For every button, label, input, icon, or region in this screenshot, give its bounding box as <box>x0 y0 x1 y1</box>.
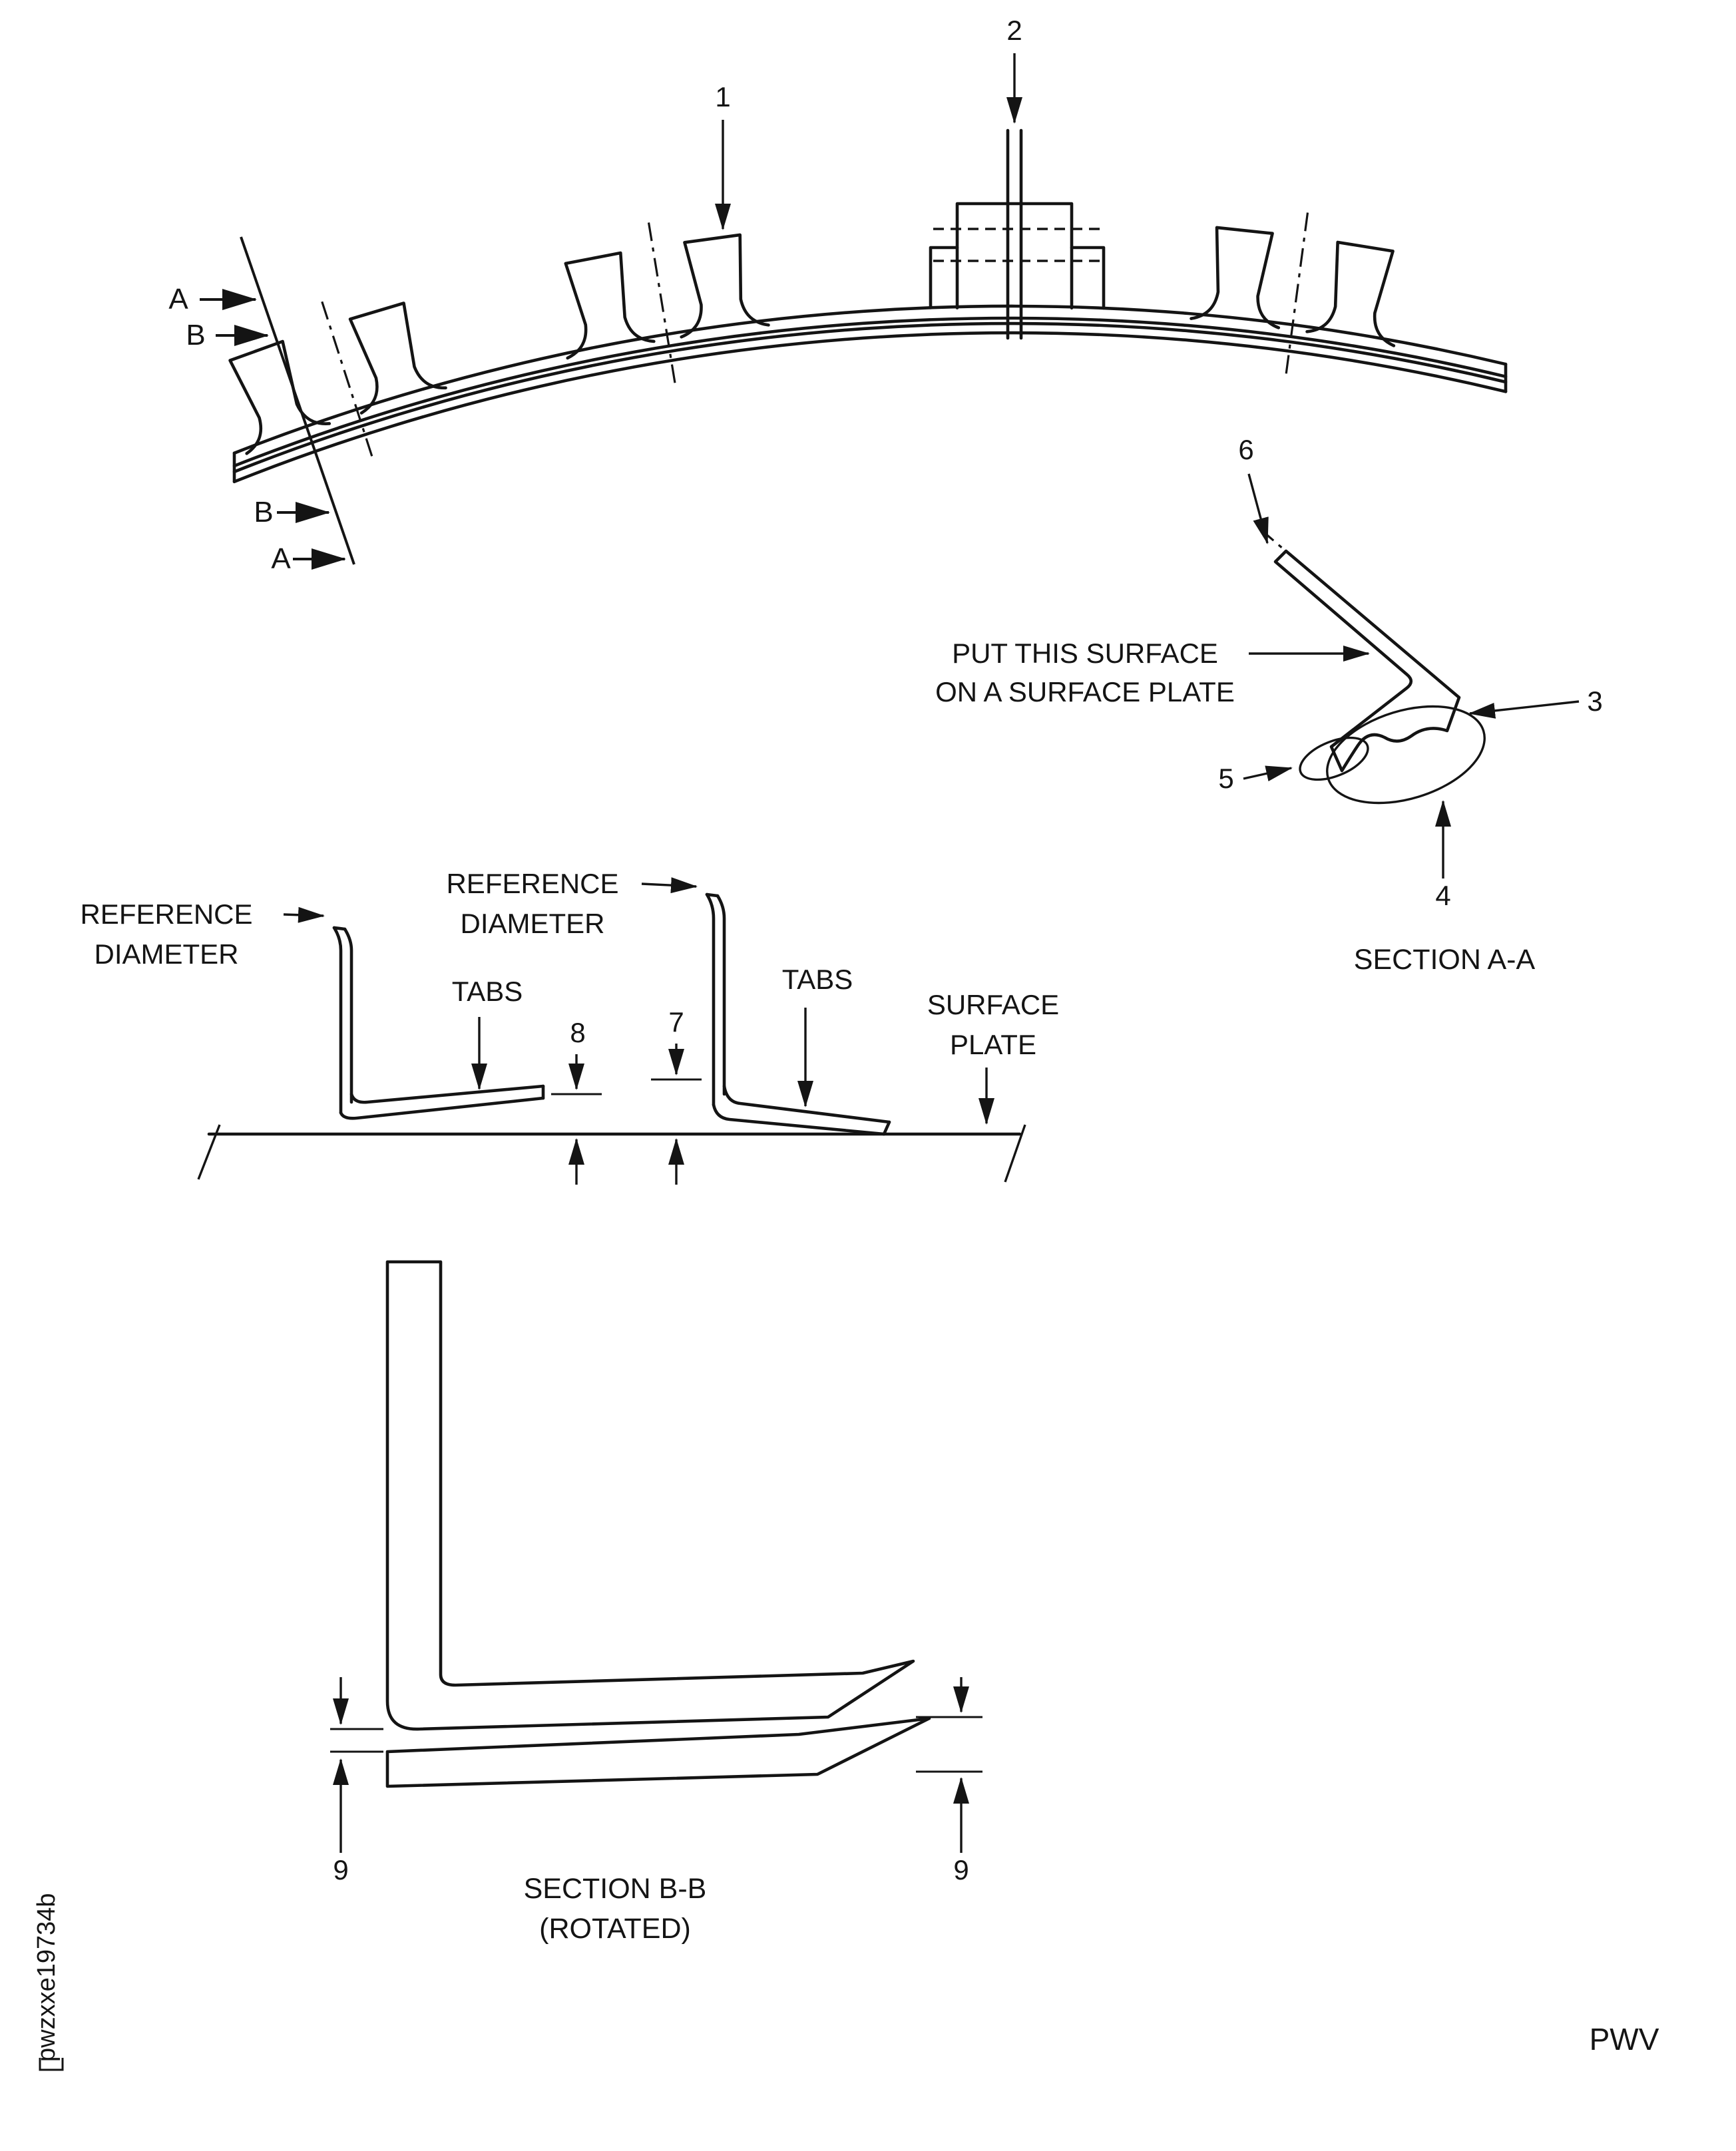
ref-dia-left-arrow <box>283 906 325 923</box>
tabs-label-right: TABS <box>782 964 853 1107</box>
tab-profile-left-tip-cap <box>332 926 347 931</box>
callout-5-arrow <box>1243 765 1293 781</box>
tab <box>1190 226 1281 329</box>
section-aa-view: 6 3 5 4 PUT THIS SURFACE ON A SURFACE PL… <box>935 434 1603 976</box>
ring-segment-view: A B B A 1 2 <box>168 15 1508 575</box>
tab-profile-right <box>705 892 891 1136</box>
tab <box>228 339 331 455</box>
callout-2: 2 <box>1006 15 1022 124</box>
tabs-right-text: TABS <box>782 964 853 995</box>
tab-profile-right-foot-bottom <box>712 1103 886 1136</box>
surface-plate-line1: SURFACE <box>927 989 1059 1020</box>
callout-3-label: 3 <box>1587 685 1602 717</box>
tab-profile-right-foot-top <box>722 1084 891 1124</box>
callout-3-arrow <box>1468 700 1580 719</box>
ring-tabs <box>228 226 1396 455</box>
band-arc-2 <box>232 316 1508 468</box>
band-arc-outer <box>232 304 1508 455</box>
section-marker-b-top: B <box>186 319 205 351</box>
callout-8-label: 8 <box>570 1017 585 1048</box>
bracket-mark <box>39 2058 64 2071</box>
flatness-check-view: REFERENCE DIAMETER REFERENCE DIAMETER TA… <box>80 868 1059 1185</box>
tab <box>564 251 656 360</box>
tab-centerline <box>1284 212 1309 381</box>
callout-9-left-label: 9 <box>333 1854 348 1885</box>
tab <box>348 301 447 415</box>
tab-profile-left-foot-top <box>349 1084 545 1104</box>
tear-ellipse-large <box>1326 705 1486 805</box>
figure-id-block: pwzxxe19734b <box>33 1893 64 2071</box>
section-marker-b-bottom: B <box>254 496 273 528</box>
callout-1-label: 1 <box>715 81 730 112</box>
tabs-left-text: TABS <box>452 976 523 1007</box>
ref-dia-right-line2: DIAMETER <box>460 908 604 939</box>
section-marker-a-bottom: A <box>271 542 291 575</box>
tab-profile-right-leg-outer <box>705 892 716 1107</box>
dimension-9-left: 9 <box>333 1677 349 1885</box>
callout-2-label: 2 <box>1006 15 1022 46</box>
tab-profile-right-leg-inner <box>716 894 726 1096</box>
callout-6-label: 6 <box>1238 434 1253 465</box>
callout-5-label: 5 <box>1218 763 1233 794</box>
section-aa-title: SECTION A-A <box>1354 944 1536 976</box>
tab-centerline <box>321 301 375 463</box>
dimension-8: 8 <box>551 1017 602 1185</box>
slotted-tab <box>929 128 1106 340</box>
section-bb-title-line2: (ROTATED) <box>539 1913 691 1945</box>
section-bb-title-line1: SECTION B-B <box>524 1873 707 1905</box>
reference-diameter-right: REFERENCE DIAMETER <box>446 868 698 939</box>
callout-4-label: 4 <box>1435 880 1450 911</box>
dimension-7: 7 <box>651 1006 702 1185</box>
tab-centerline <box>647 222 678 390</box>
band-arc-inner <box>232 331 1508 484</box>
ring-band <box>232 304 1508 484</box>
callout-6-arrow <box>1247 473 1269 544</box>
callout-6: 6 <box>1238 434 1269 544</box>
callout-7-label: 7 <box>668 1006 684 1038</box>
ref-dia-left-line1: REFERENCE <box>80 898 252 930</box>
tear-ellipse-small <box>1299 736 1369 781</box>
surface-note-line1: PUT THIS SURFACE <box>952 638 1218 669</box>
surface-note-line2: ON A SURFACE PLATE <box>935 676 1235 707</box>
callout-3: 3 <box>1468 685 1603 719</box>
tab-profile-right-foot-end <box>882 1120 891 1136</box>
seal-cross-section <box>1273 549 1461 773</box>
tab-profile-left-foot-bottom <box>339 1096 545 1120</box>
ref-dia-left-line2: DIAMETER <box>94 938 238 970</box>
section-bb-view: 9 9 SECTION B-B (ROTATED) <box>330 1260 982 1945</box>
surface-note: PUT THIS SURFACE ON A SURFACE PLATE <box>935 638 1370 707</box>
tab <box>1305 240 1396 347</box>
ref-dia-right-arrow <box>641 877 698 894</box>
ref-dia-right-line1: REFERENCE <box>446 868 618 899</box>
tab-profile-left-leg-outer <box>332 926 343 1115</box>
tab-centerlines <box>321 212 1309 463</box>
tab <box>680 233 770 339</box>
tab-cross-section <box>385 1260 915 1731</box>
tab-profile-left <box>332 926 545 1120</box>
surface-plate-label: SURFACE PLATE <box>927 989 1059 1125</box>
band-arc-3 <box>232 321 1508 474</box>
callout-1: 1 <box>715 81 731 230</box>
reference-diameter-left: REFERENCE DIAMETER <box>80 898 325 970</box>
callout-9-right-label: 9 <box>953 1854 969 1885</box>
figure-id: pwzxxe19734b <box>33 1893 61 2062</box>
leg-centerline <box>1258 527 1307 570</box>
tab-profile-right-tip-cap <box>705 892 720 898</box>
surface-plate-line2: PLATE <box>950 1029 1036 1060</box>
tabs-label-left: TABS <box>452 976 523 1090</box>
callout-5: 5 <box>1218 763 1293 794</box>
cutting-plane: A B B A <box>168 236 355 575</box>
publisher-code: PWV <box>1590 2022 1659 2056</box>
dimension-9-right: 9 <box>953 1677 969 1885</box>
callout-4: 4 <box>1435 800 1451 911</box>
plate-break-right <box>1004 1124 1026 1183</box>
section-marker-a-top: A <box>168 283 188 315</box>
cutting-plane-line <box>240 236 355 565</box>
mating-strip <box>385 1716 931 1788</box>
slotted-tab-outline <box>929 202 1106 310</box>
tab-profile-left-leg-inner <box>343 927 353 1104</box>
plate-break-left <box>197 1124 221 1180</box>
